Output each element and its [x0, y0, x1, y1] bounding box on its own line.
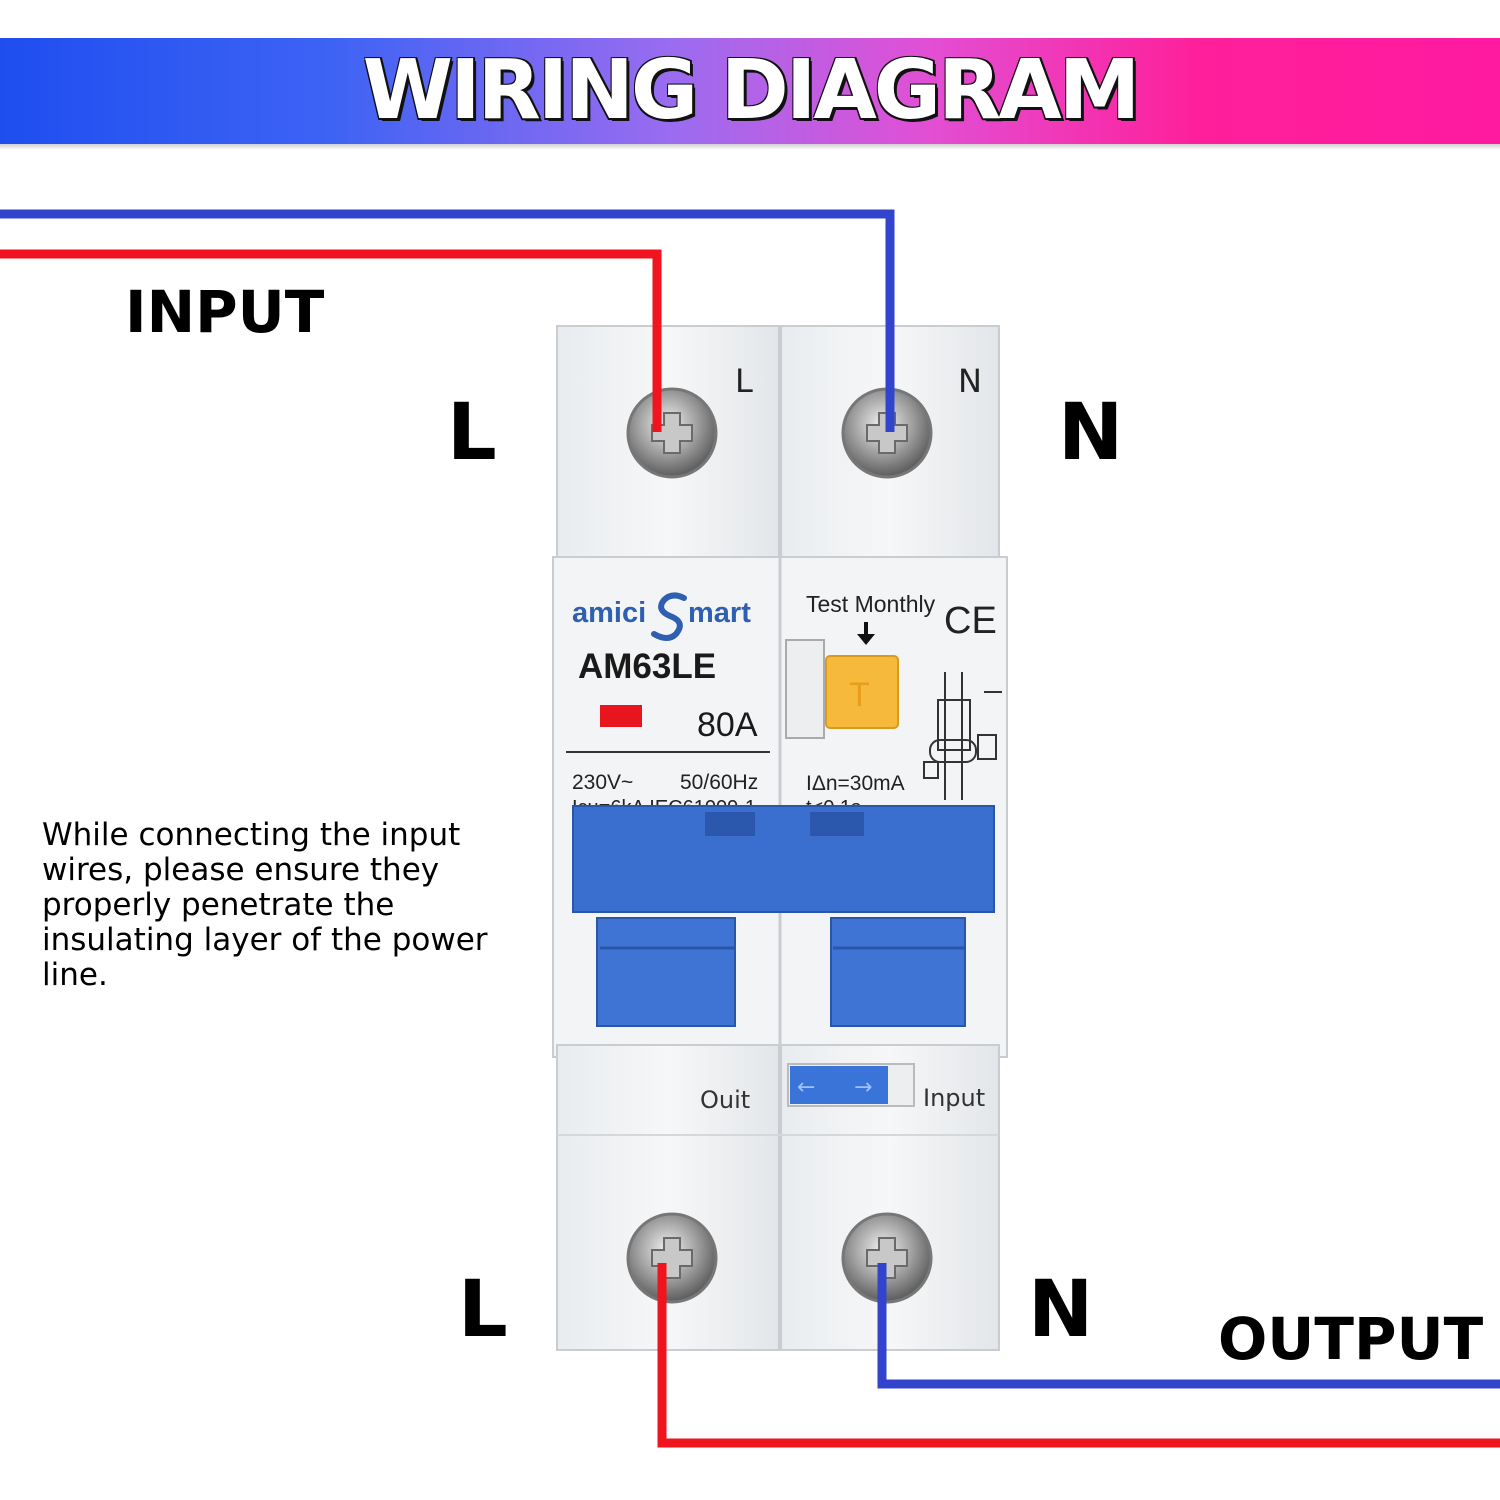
brand-suffix: mart	[688, 597, 751, 629]
neutral-top-label: N	[1058, 388, 1124, 478]
status-indicator	[600, 705, 642, 727]
wire-output-neutral	[877, 1263, 1500, 1389]
arrow-left-icon: ←	[797, 1075, 815, 1100]
screw-bottom-l-icon	[626, 1212, 718, 1304]
live-top-label: L	[447, 388, 497, 478]
terminal-n-label: N	[958, 362, 982, 400]
out-label: Ouit	[700, 1086, 750, 1114]
in-label: Input	[923, 1084, 985, 1112]
wire-input-neutral	[0, 209, 895, 432]
test-button-label: T	[849, 676, 870, 714]
test-slot	[785, 639, 825, 739]
output-label: OUTPUT	[1218, 1305, 1484, 1373]
wiring-note: While connecting the input wires, please…	[42, 817, 488, 993]
arrow-down-icon	[857, 622, 875, 645]
voltage-label: 230V~	[572, 771, 633, 794]
terminal-l-label: L	[735, 362, 753, 400]
live-bottom-label: L	[458, 1265, 508, 1355]
ce-mark: CE	[944, 600, 997, 642]
circuit-symbol-icon	[923, 672, 1002, 800]
rating-label: 80A	[697, 706, 758, 744]
input-label: INPUT	[125, 278, 325, 346]
neutral-bottom-label: N	[1028, 1265, 1094, 1355]
test-button[interactable]: T	[825, 655, 899, 729]
title-banner	[0, 38, 1500, 144]
banner-shadow	[0, 144, 1500, 150]
wire-input-live	[0, 249, 662, 432]
screw-bottom-n-icon	[841, 1212, 933, 1304]
arrow-right-icon: →	[854, 1075, 872, 1100]
screw-top-l-icon	[626, 387, 718, 479]
page-title: WIRING DIAGRAM	[362, 43, 1141, 138]
brand-logo-icon	[651, 592, 687, 641]
direction-slider[interactable]: ← →	[787, 1063, 915, 1107]
frequency-label: 50/60Hz	[680, 771, 758, 794]
test-monthly-label: Test Monthly	[806, 591, 936, 617]
model-label: AM63LE	[578, 647, 716, 686]
screw-top-n-icon	[841, 387, 933, 479]
switch-handle[interactable]	[572, 805, 995, 1027]
residual-current-label: IΔn=30mA	[806, 772, 905, 795]
wire-output-live	[657, 1263, 1500, 1448]
brand-prefix: amici	[572, 597, 646, 629]
